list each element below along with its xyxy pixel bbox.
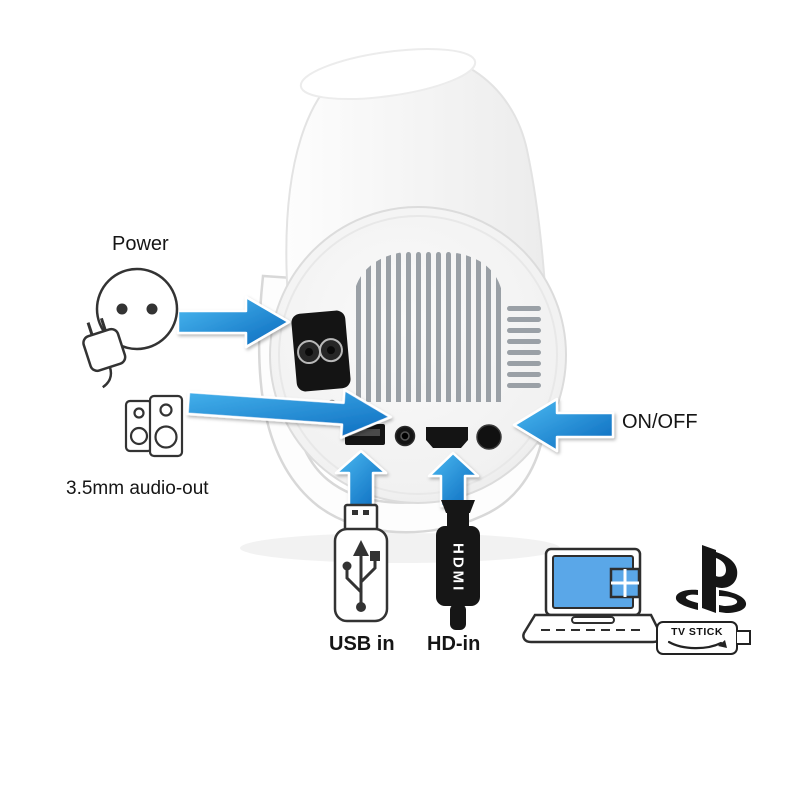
tv-stick-icon: TV STICK: [656, 621, 751, 655]
arrow-power: [176, 295, 291, 349]
arrow-onoff: [512, 397, 615, 453]
vent-grille-icon: [356, 252, 501, 402]
usb-in-label: USB in: [329, 633, 395, 655]
hdmi-connector-icon: [436, 500, 480, 630]
hdmi-plug-label: HDMI: [449, 542, 467, 594]
laptop-icon: [522, 547, 662, 644]
usb-drive-icon: [333, 503, 389, 623]
hd-in-label: HD-in: [427, 633, 481, 655]
power-label: Power: [112, 233, 169, 255]
speakers-icon: [124, 394, 184, 458]
tv-stick-smile-icon: [667, 640, 727, 650]
power-plug-icon: [82, 267, 179, 389]
windows-window-icon: [609, 567, 641, 599]
on-off-label: ON/OFF: [622, 411, 698, 433]
ground-shadow: [240, 533, 560, 563]
playstation-logo-icon: [675, 545, 747, 613]
hdmi-port: [426, 427, 468, 448]
arrow-audio: [186, 388, 392, 439]
side-grille-icon: [507, 306, 541, 388]
audio-out-label: 3.5mm audio-out: [66, 478, 209, 499]
tv-stick-plug-icon: [737, 630, 751, 645]
projector-top-rim: [299, 48, 477, 100]
tv-stick-label: TV STICK: [671, 626, 723, 638]
power-inlet-socket: [291, 310, 351, 392]
usb-trident-icon: [345, 550, 377, 608]
audio-jack-port: [394, 425, 416, 447]
arrow-usb: [334, 449, 388, 508]
power-button: [476, 424, 502, 450]
